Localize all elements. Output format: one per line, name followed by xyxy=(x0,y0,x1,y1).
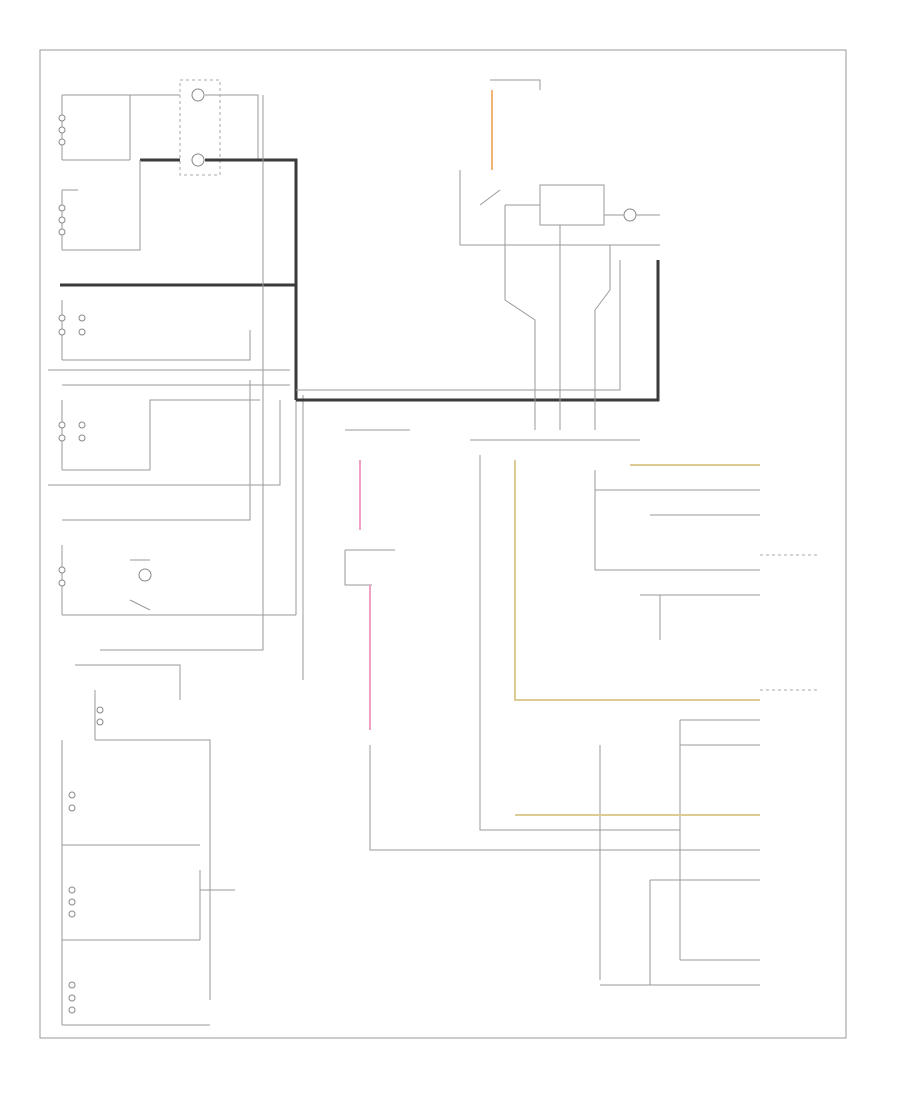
power-bus xyxy=(140,158,298,285)
power-bus-horizontal xyxy=(296,260,660,402)
diagram-frame xyxy=(39,49,847,1039)
lamp-icon xyxy=(623,208,637,222)
tan-wire xyxy=(514,460,760,701)
lamp-icon xyxy=(191,88,205,102)
bottom-left-lamp-stack xyxy=(61,664,235,1026)
center-ignition-circuit xyxy=(344,429,680,851)
shift-indicator-group xyxy=(58,380,296,616)
top-right-fuse-relay xyxy=(459,79,660,430)
instrument-cluster xyxy=(48,283,298,400)
right-connector-block xyxy=(470,439,820,986)
lamp-icon xyxy=(191,153,205,167)
heater-lamp-group xyxy=(48,399,281,486)
left-switch-group-2 xyxy=(58,160,141,251)
top-left-lamp-group xyxy=(58,79,298,285)
relay-box xyxy=(539,184,605,226)
bulb-icon xyxy=(58,114,66,146)
